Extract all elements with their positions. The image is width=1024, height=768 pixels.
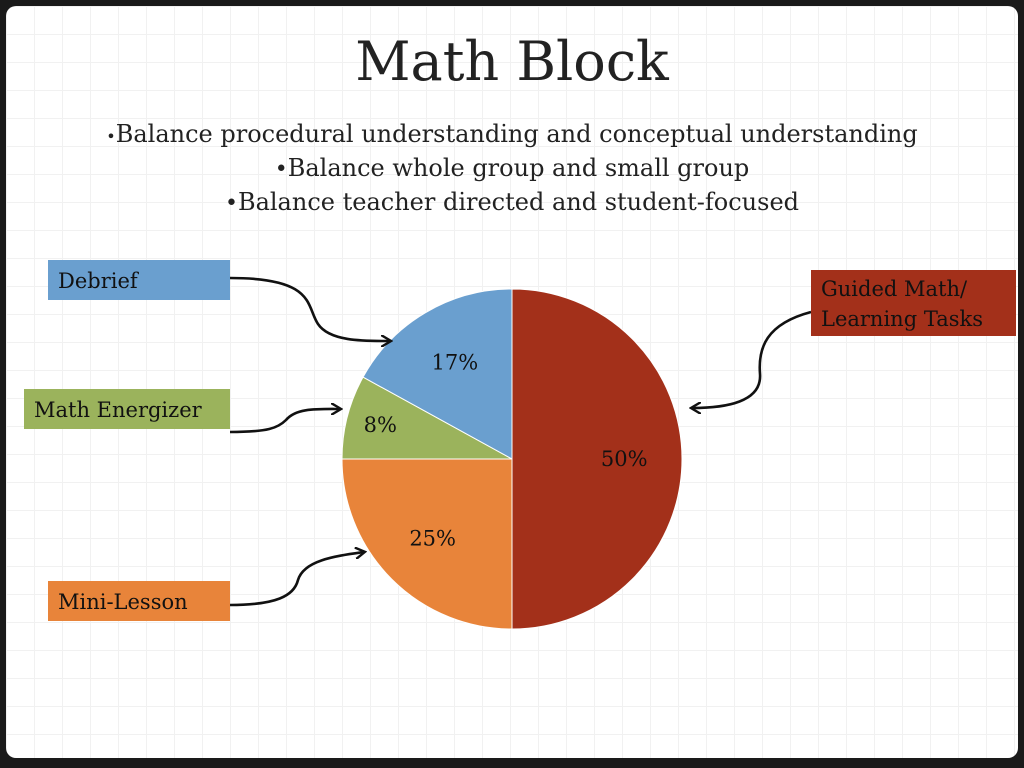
data-label: 25%: [409, 526, 456, 550]
bullet-item: •Balance teacher directed and student-fo…: [6, 188, 1018, 216]
guided-arrow: [692, 310, 812, 408]
pie-slice-debrief: [362, 288, 513, 460]
callout-mini-lesson: Mini-Lesson: [48, 581, 230, 621]
bullet-item: •Balance whole group and small group: [6, 154, 1018, 182]
callout-label-line1: Guided Math/: [821, 277, 968, 301]
slide: Math Block •Balance procedural understan…: [6, 6, 1018, 758]
minilesson-arrow: [229, 552, 364, 607]
callout-label: Math Energizer: [34, 398, 202, 422]
data-label: 17%: [432, 350, 479, 374]
pie-chart: 50% 25% 8% 17%: [229, 276, 812, 630]
bullet-item: •Balance procedural understanding and co…: [6, 120, 1018, 148]
callout-debrief: Debrief: [48, 260, 230, 300]
callout-label-line2: Learning Tasks: [821, 307, 983, 331]
callout-guided-math: Guided Math/Learning Tasks: [811, 270, 1016, 336]
data-label: 8%: [364, 413, 397, 437]
pie-slice-guided-math-learning-tasks: [511, 288, 683, 630]
page-title: Math Block: [355, 30, 669, 93]
callout-math-energizer: Math Energizer: [24, 389, 230, 429]
bullet-marker: •: [224, 191, 238, 216]
callout-label: Debrief: [58, 269, 138, 293]
callout-label: Mini-Lesson: [58, 590, 188, 614]
bullet-text: Balance procedural understanding and con…: [115, 120, 918, 148]
debrief-arrow: [229, 276, 390, 341]
bullet-marker: •: [274, 157, 288, 182]
bullet-text: Balance whole group and small group: [287, 154, 750, 182]
bullet-marker: •: [106, 127, 116, 146]
bullet-text: Balance teacher directed and student-foc…: [237, 188, 800, 216]
pie-slice-mini-lesson: [341, 458, 513, 630]
data-label: 50%: [601, 447, 648, 471]
energizer-arrow: [229, 409, 340, 434]
